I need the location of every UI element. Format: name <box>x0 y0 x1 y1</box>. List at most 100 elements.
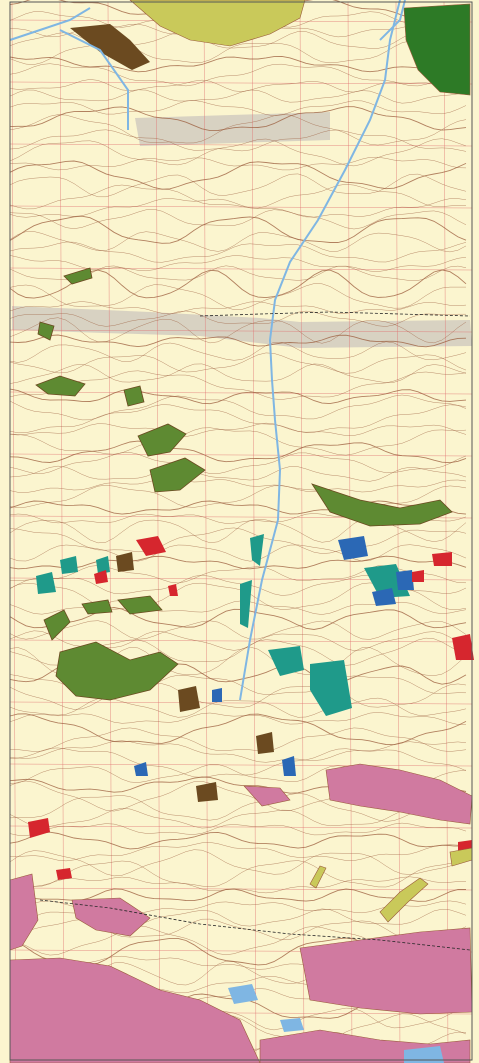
olive-outcrop <box>55 641 179 701</box>
red-unit <box>94 570 108 584</box>
contour-line <box>9 241 467 263</box>
fault-lines <box>39 311 471 951</box>
olive-outcrop <box>43 609 71 641</box>
contour-line <box>9 215 467 244</box>
teal-unit <box>250 534 264 566</box>
upper-ridge-units <box>70 0 471 96</box>
contour-line <box>9 138 467 167</box>
olive-outcrop-ridge <box>311 483 453 527</box>
contour-line <box>9 394 467 421</box>
contour-line <box>9 352 467 374</box>
contour-line <box>9 283 466 310</box>
contour-line <box>9 478 467 493</box>
red-unit <box>452 634 474 660</box>
contour-line <box>9 740 467 763</box>
blue-unit <box>396 570 414 590</box>
olive-outcrops <box>35 267 453 701</box>
contour-line <box>9 712 467 725</box>
contour-line <box>9 527 467 554</box>
contour-line <box>9 301 467 315</box>
contour-line <box>9 465 467 482</box>
contour-line <box>9 620 467 640</box>
contour-line <box>9 317 467 344</box>
teal-unit <box>60 556 78 574</box>
contour-line <box>9 370 467 400</box>
contour-line <box>9 341 467 363</box>
brown-unit <box>116 552 134 572</box>
fault-line <box>39 899 471 951</box>
contour-line <box>9 831 467 850</box>
contour-line <box>9 231 467 253</box>
map-frame <box>9 1 473 1061</box>
pink-unit <box>243 785 291 807</box>
contour-line <box>9 427 467 456</box>
contour-line <box>9 89 467 104</box>
contour-line <box>9 607 467 630</box>
water-bodies <box>228 984 444 1063</box>
water-body <box>404 1046 444 1063</box>
brown-unit <box>196 782 218 802</box>
red-unit <box>412 570 424 582</box>
pink-unit-bottom <box>9 957 261 1063</box>
blue-units <box>134 536 414 776</box>
contour-line <box>9 40 467 65</box>
contour-line <box>9 544 467 562</box>
yellow-green-bands <box>309 847 473 923</box>
olive-outcrop <box>117 595 163 615</box>
grid-line-vertical <box>347 1 353 1061</box>
fault-line <box>199 311 471 317</box>
contour-line <box>9 173 467 198</box>
water-body <box>228 984 258 1004</box>
contour-line <box>9 334 467 348</box>
contour-line <box>9 404 467 434</box>
blue-unit <box>372 588 396 606</box>
olive-outcrop <box>123 385 145 407</box>
contour-line <box>9 452 467 474</box>
blue-unit <box>338 536 368 560</box>
teal-unit <box>96 556 110 574</box>
yellow-green-band <box>309 865 327 889</box>
pink-units <box>9 763 473 1063</box>
teal-unit <box>36 572 56 594</box>
contour-line <box>9 55 467 73</box>
contour-line <box>9 842 467 862</box>
grid-line-vertical <box>395 1 401 1061</box>
blue-unit <box>212 688 222 702</box>
brown-unit <box>256 732 274 754</box>
contour-line <box>9 697 467 718</box>
main-stream <box>268 0 401 521</box>
contour-line <box>9 484 467 508</box>
tributary-east <box>379 0 406 41</box>
grid-line-horizontal <box>9 453 473 457</box>
red-units <box>28 536 474 880</box>
grid-line-vertical <box>251 1 257 1061</box>
pink-unit <box>71 897 151 937</box>
olive-outcrop <box>35 375 86 397</box>
olive-outcrop <box>137 423 187 457</box>
contour-line <box>9 500 467 515</box>
contour-line <box>9 184 467 210</box>
grid-line-horizontal <box>9 639 473 643</box>
brown-unit-top-left <box>70 24 150 70</box>
contour-line <box>9 310 466 327</box>
olive-unit-top-right <box>403 3 471 96</box>
contour-line <box>9 114 467 146</box>
contour-line <box>9 683 467 710</box>
red-unit <box>136 536 166 556</box>
tributary-south <box>239 519 279 701</box>
contour-line <box>9 255 467 272</box>
teal-unit <box>310 660 352 716</box>
grid-line-horizontal <box>9 143 473 147</box>
contour-line <box>9 849 467 877</box>
grid-line-vertical <box>203 1 209 1061</box>
grid-line-vertical <box>443 1 449 1061</box>
contour-line <box>9 106 467 132</box>
pink-unit-large <box>325 763 473 825</box>
contour-line <box>9 793 467 822</box>
contour-line <box>9 63 467 87</box>
contour-line <box>9 198 467 218</box>
olive-outcrop <box>63 267 93 285</box>
contour-line <box>9 747 467 778</box>
contour-line <box>9 388 467 405</box>
